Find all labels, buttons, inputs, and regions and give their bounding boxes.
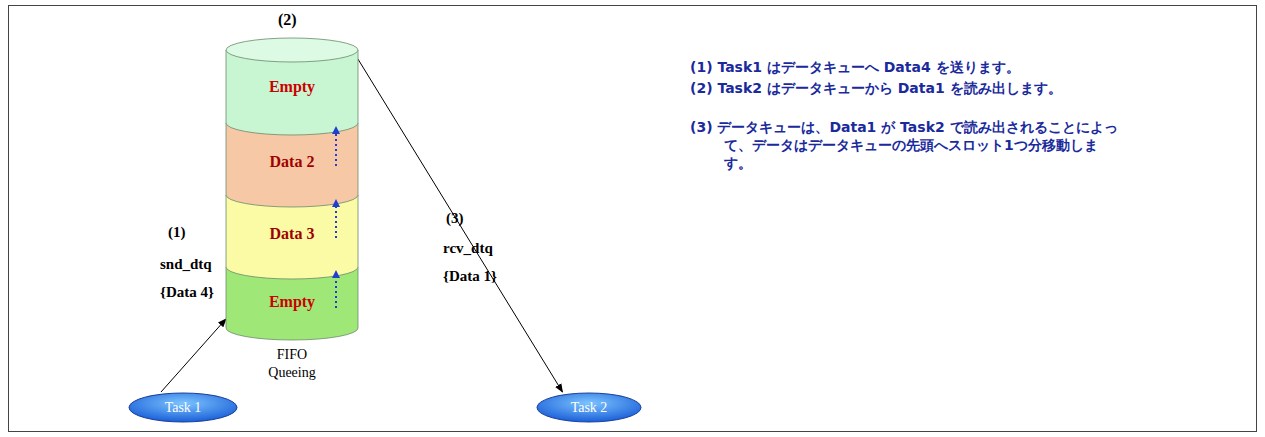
task-name: Task 2	[571, 400, 608, 416]
frame-border	[9, 6, 1257, 432]
queue-slot-fill	[226, 195, 358, 279]
service-call: snd_dtq	[160, 256, 212, 273]
queue-slot: Empty	[226, 274, 358, 330]
queue-slot: Data 3	[226, 202, 358, 266]
callout-number: (1)	[168, 224, 186, 241]
callout-number: (3)	[446, 210, 464, 227]
service-call: rcv_dtq	[443, 240, 493, 257]
slot-label: Empty	[269, 78, 315, 96]
queue-slot: Empty	[226, 52, 358, 122]
queue-caption: FIFO Queeing	[257, 346, 327, 382]
queue-cylinder: FIFO QueeingEmptyData 2Data 3Empty	[226, 38, 358, 340]
message-data: {Data 4}	[160, 284, 214, 301]
slot-label: Data 2	[270, 153, 315, 171]
cylinder-top	[226, 38, 358, 62]
move-arrow	[335, 203, 337, 238]
note: (1) Task1 はデータキューへ Data4 を送ります。	[690, 58, 1119, 76]
task-name: Task 1	[165, 400, 202, 416]
slot-label: Data 3	[270, 225, 315, 243]
move-arrow	[335, 274, 337, 308]
note: (3) データキューは、Data1 が Task2 で読み出されることによって、…	[690, 118, 1119, 173]
message-data: {Data 1}	[443, 268, 497, 285]
move-arrow	[335, 130, 337, 166]
task-ellipse: Task 2	[536, 392, 642, 423]
queue-slot-fill	[226, 50, 358, 135]
queue-slot-fill	[226, 123, 358, 207]
flow-arrow	[161, 319, 226, 392]
slot-label: Empty	[269, 293, 315, 311]
queue-slot: Data 2	[226, 130, 358, 194]
flow-arrow	[358, 59, 563, 392]
note: (2) Task2 はデータキューから Data1 を読み出します。	[690, 79, 1119, 97]
callout-number: (2)	[278, 11, 297, 29]
task-ellipse: Task 1	[128, 392, 238, 423]
